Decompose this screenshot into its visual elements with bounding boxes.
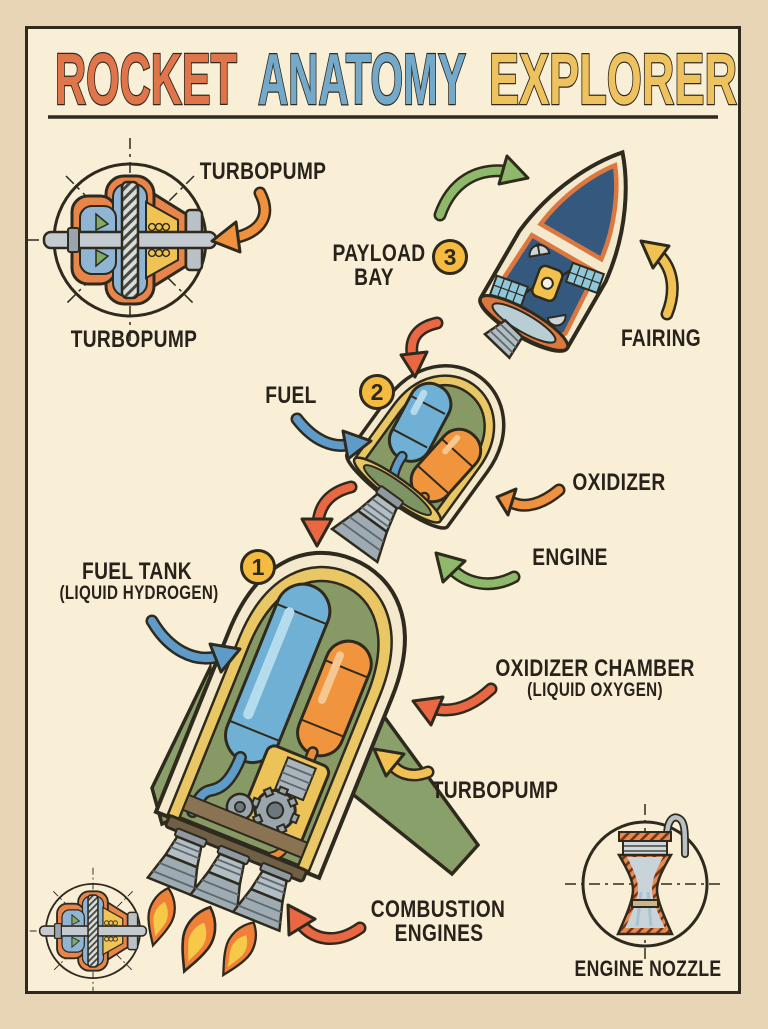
payload-fairing-illustration [478,149,628,359]
stage2-to-stage1-arrow [300,480,358,548]
engine-arrow [434,551,521,591]
stage1-turbopump-arrow [372,747,435,782]
stage1-thrust-structure [181,793,309,859]
combustion-engines-arrow [286,903,367,945]
first-stage-illustration [145,550,407,978]
title-word-rocket: ROCKET [55,40,237,120]
dish-antenna-small [546,313,567,327]
fairing-arrow [639,239,679,321]
stage2-oxidizer-tank [409,427,483,504]
satellite [488,243,606,327]
exhaust-flames [147,886,257,978]
oxidizer-chamber-arrow [411,682,498,727]
fuel-tank-arrow [145,614,242,674]
stage3-to-stage2-arrow [399,316,444,379]
turbopump-inset-small [28,866,158,996]
oxidizer-arrow [495,483,566,517]
engine-nozzle-inset-diagram [565,804,725,964]
combustion-engine-nozzles [145,827,293,933]
turbopump-inset-diagram [26,136,234,344]
dish-antenna [528,243,551,258]
title-word-explorer: EXPLORER [489,40,737,120]
title-word-anatomy: ANATOMY [258,40,466,120]
payload-deploy-arrow [433,154,530,222]
stage2-engine [329,485,404,565]
page-title: ROCKET ANATOMY EXPLORER [54,39,739,122]
turbopump-callout-arrow [210,186,272,254]
second-stage-illustration [329,364,506,565]
fuel-arrow [290,412,373,461]
